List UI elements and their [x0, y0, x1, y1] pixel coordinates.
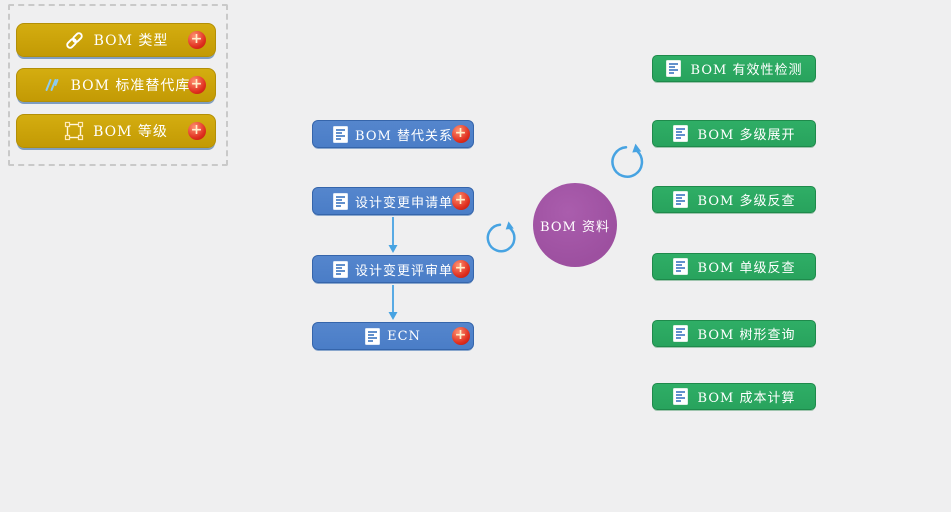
document-icon — [672, 191, 688, 208]
link-icon — [64, 30, 85, 51]
button-bom-validity-check[interactable]: BOM 有效性检测 — [652, 55, 816, 82]
button-label: BOM 等级 — [93, 124, 168, 140]
button-label: BOM 替代关系 — [355, 128, 453, 144]
document-icon — [672, 125, 688, 142]
document-icon — [672, 258, 688, 275]
add-icon[interactable]: + — [452, 192, 470, 210]
button-label: ECN — [387, 328, 421, 344]
document-icon — [332, 260, 348, 278]
slashes-icon — [42, 76, 62, 94]
button-bom-standard-substitute-library[interactable]: BOM 标准替代库 + — [16, 68, 216, 102]
button-label: 设计变更评审单 — [354, 263, 453, 279]
button-bom-tree-query[interactable]: BOM 树形查询 — [652, 320, 816, 347]
refresh-icon — [486, 221, 516, 253]
document-icon — [365, 327, 381, 345]
add-icon[interactable]: + — [188, 31, 206, 49]
button-bom-singlelevel-where-used[interactable]: BOM 单级反查 — [652, 253, 816, 280]
vector-square-icon — [64, 121, 84, 141]
button-label: BOM 类型 — [93, 33, 169, 49]
document-icon — [672, 325, 688, 342]
document-icon — [665, 60, 681, 77]
left-panel-dashed-group — [8, 4, 228, 166]
flow-arrow-down — [388, 285, 398, 320]
button-label: BOM 多级展开 — [697, 128, 796, 143]
add-icon[interactable]: + — [188, 76, 206, 94]
button-design-change-request[interactable]: 设计变更申请单 + — [312, 187, 474, 215]
add-icon[interactable]: + — [452, 125, 470, 143]
button-label: BOM 有效性检测 — [690, 63, 803, 78]
refresh-icon — [611, 143, 644, 178]
add-icon[interactable]: + — [188, 122, 206, 140]
button-bom-cost-calculation[interactable]: BOM 成本计算 — [652, 383, 816, 410]
button-label: BOM 多级反查 — [697, 194, 796, 209]
button-design-change-review[interactable]: 设计变更评审单 + — [312, 255, 474, 283]
node-bom-data[interactable]: BOM 资料 — [533, 183, 617, 267]
button-bom-level[interactable]: BOM 等级 + — [16, 114, 216, 148]
node-label: BOM 资料 — [540, 219, 610, 235]
button-bom-multilevel-expand[interactable]: BOM 多级展开 — [652, 120, 816, 147]
document-icon — [333, 125, 349, 143]
button-bom-multilevel-where-used[interactable]: BOM 多级反查 — [652, 186, 816, 213]
add-icon[interactable]: + — [452, 260, 470, 278]
button-label: BOM 树形查询 — [697, 328, 796, 343]
add-icon[interactable]: + — [452, 327, 470, 345]
button-label: BOM 成本计算 — [697, 391, 796, 406]
document-icon — [332, 192, 348, 210]
button-bom-type[interactable]: BOM 类型 + — [16, 23, 216, 57]
document-icon — [672, 388, 688, 405]
button-label: BOM 单级反查 — [697, 261, 796, 276]
button-label: BOM 标准替代库 — [70, 78, 191, 94]
flow-arrow-down — [388, 217, 398, 253]
button-bom-substitute-relation[interactable]: BOM 替代关系 + — [312, 120, 474, 148]
button-label: 设计变更申请单 — [354, 195, 453, 211]
button-ecn[interactable]: ECN + — [312, 322, 474, 350]
